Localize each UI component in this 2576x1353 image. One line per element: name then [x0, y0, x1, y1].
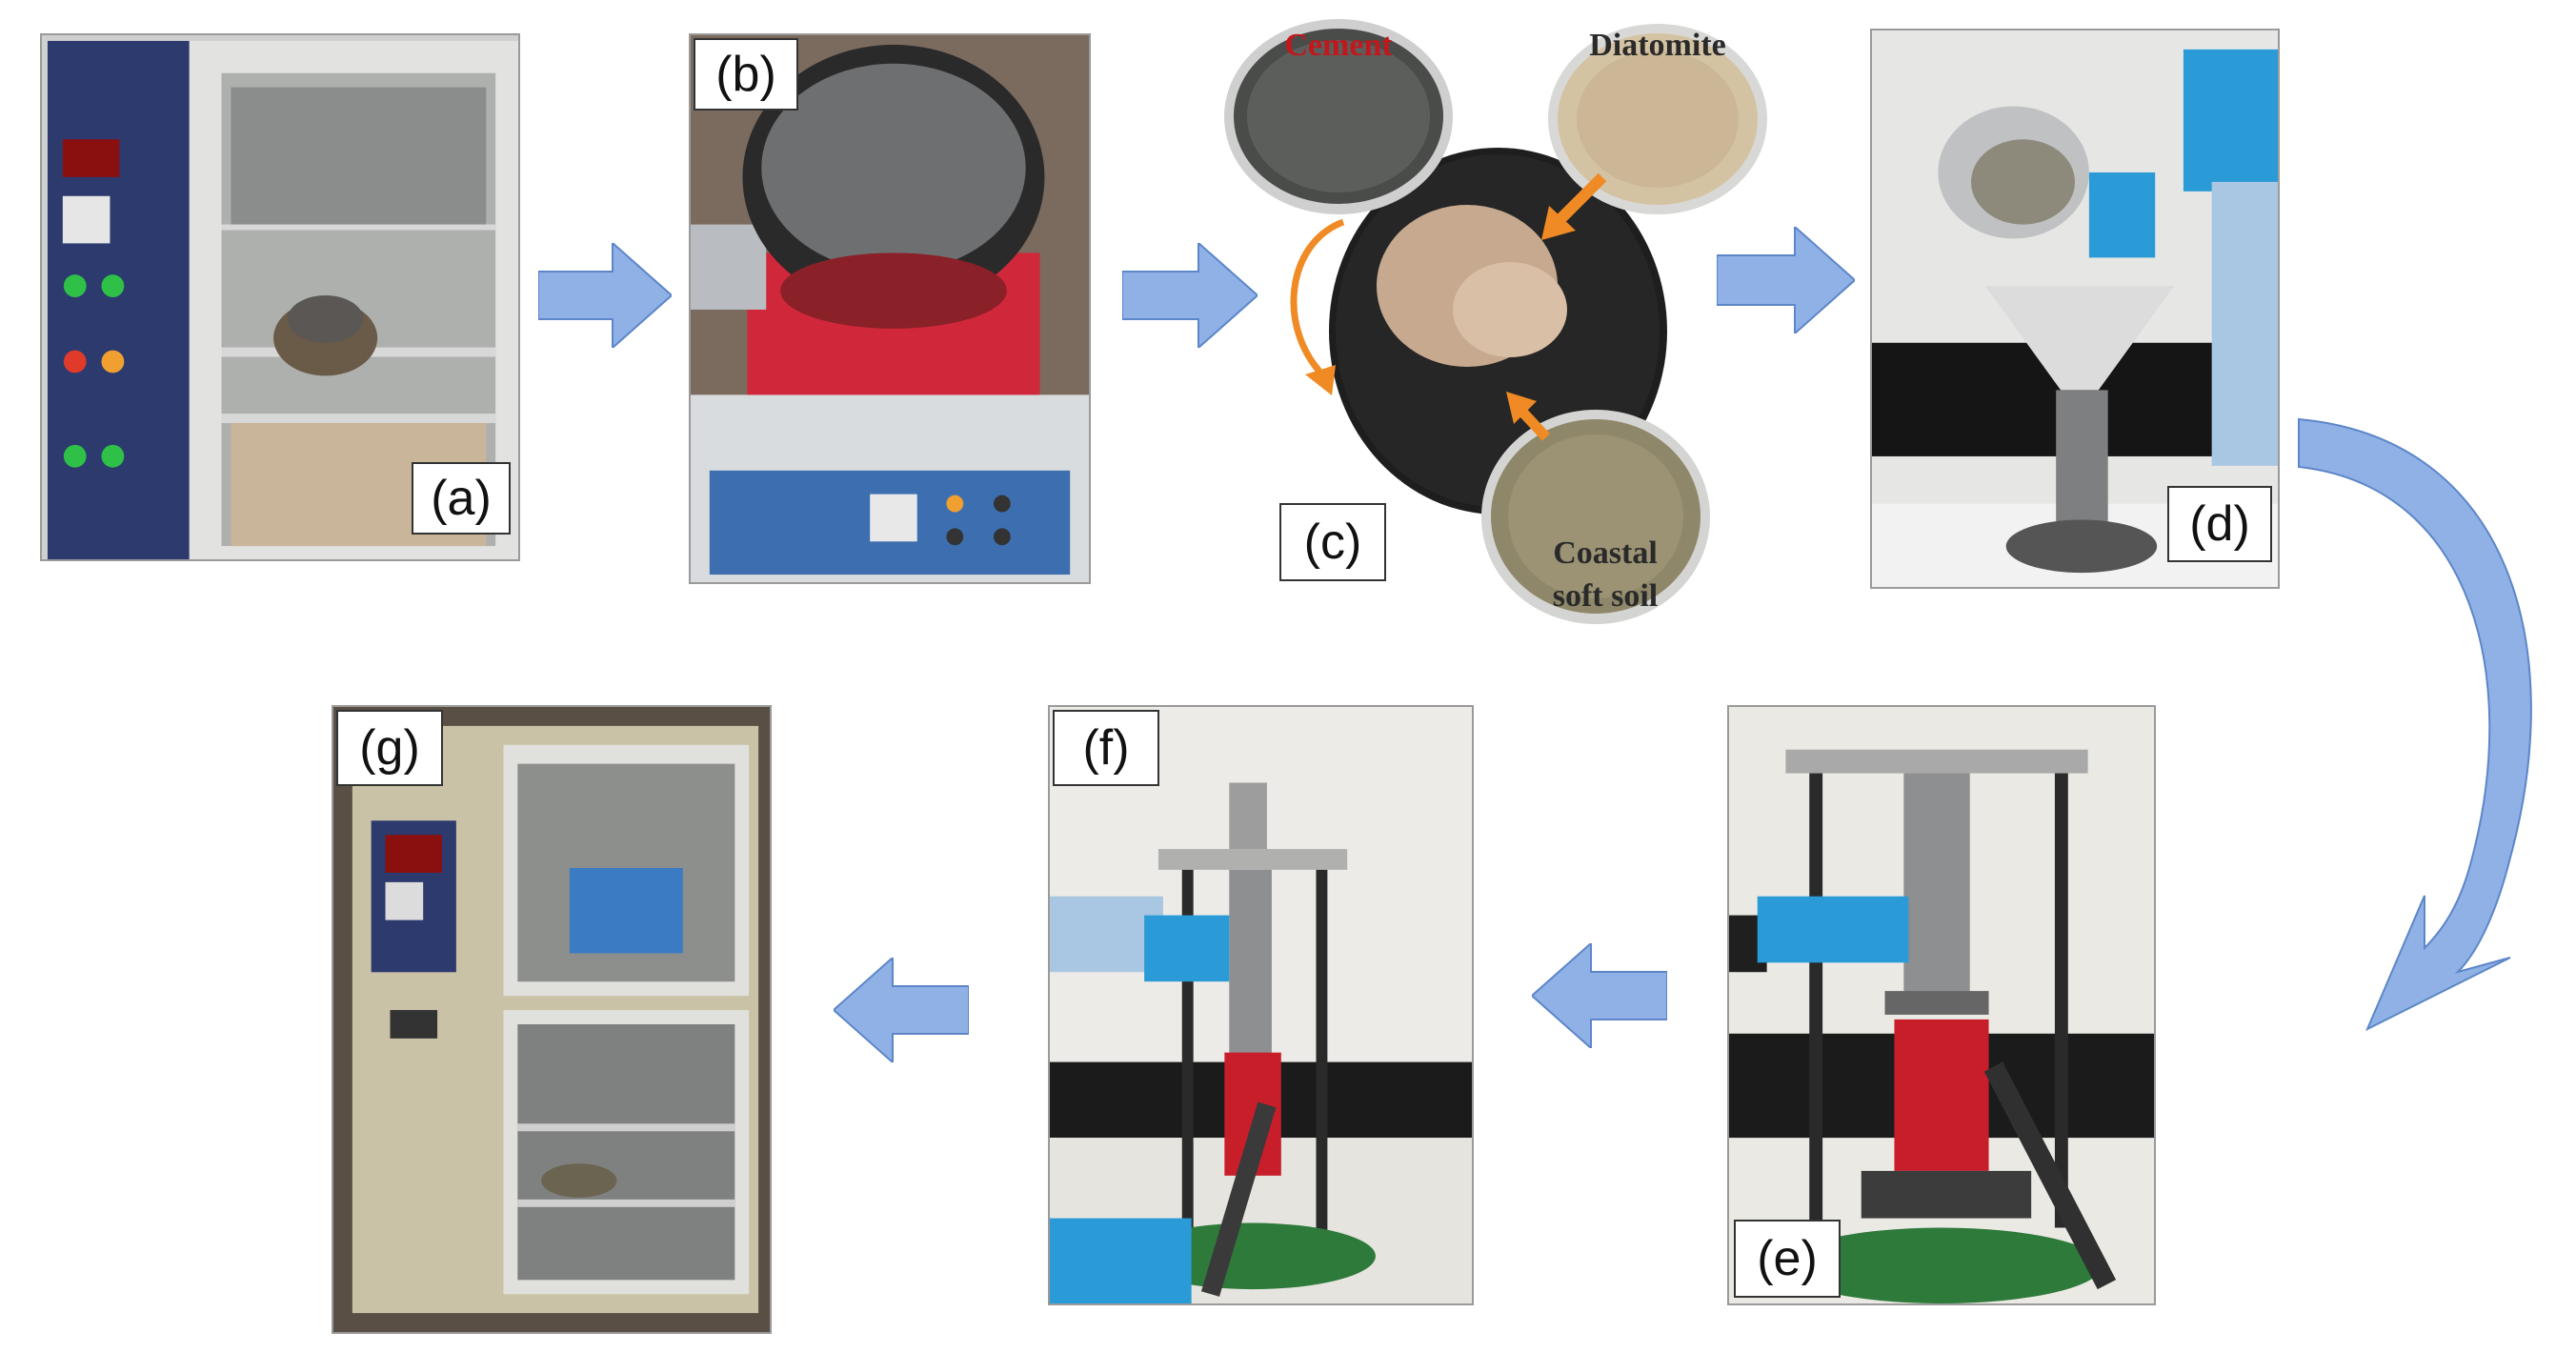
diatomite-sample-dish — [1548, 24, 1767, 214]
panel-label-a: (a) — [412, 462, 511, 535]
panel-label-d: (d) — [2167, 486, 2272, 562]
flow-arrow-left-1 — [1532, 943, 1667, 1048]
coastal-soil-sample-dish — [1481, 410, 1710, 624]
diatomite-label: Diatomite — [1589, 28, 1726, 63]
panel-label-e: (e) — [1734, 1220, 1841, 1298]
flow-arrow-right-3 — [1717, 227, 1855, 333]
panel-label-b: (b) — [694, 38, 798, 111]
coastal-soil-label-line1: Coastal — [1553, 535, 1658, 571]
coastal-soil-label-line2: soft soil — [1552, 578, 1659, 614]
flow-arrow-right-1 — [538, 243, 672, 348]
flow-arrow-right-2 — [1122, 243, 1258, 348]
cement-sample-dish — [1224, 19, 1453, 214]
diatomite-add-arrow — [1534, 172, 1610, 248]
cement-add-arrow — [1277, 214, 1353, 400]
flow-arrow-curved-down — [2291, 410, 2576, 1058]
cement-label: Cement — [1284, 28, 1393, 63]
photo-e-hydraulic-compaction — [1727, 705, 2156, 1305]
photo-d-pouring-into-mould — [1870, 29, 2280, 589]
panel-label-c: (c) — [1279, 503, 1386, 581]
photo-g-curing-chamber — [332, 705, 772, 1334]
panel-label-f: (f) — [1053, 710, 1159, 786]
soil-add-arrow — [1500, 386, 1558, 443]
panel-label-g: (g) — [336, 710, 443, 786]
flow-arrow-left-2 — [834, 958, 969, 1062]
photo-f-sample-pressing — [1048, 705, 1474, 1305]
photo-b-soil-grinder — [689, 33, 1091, 584]
